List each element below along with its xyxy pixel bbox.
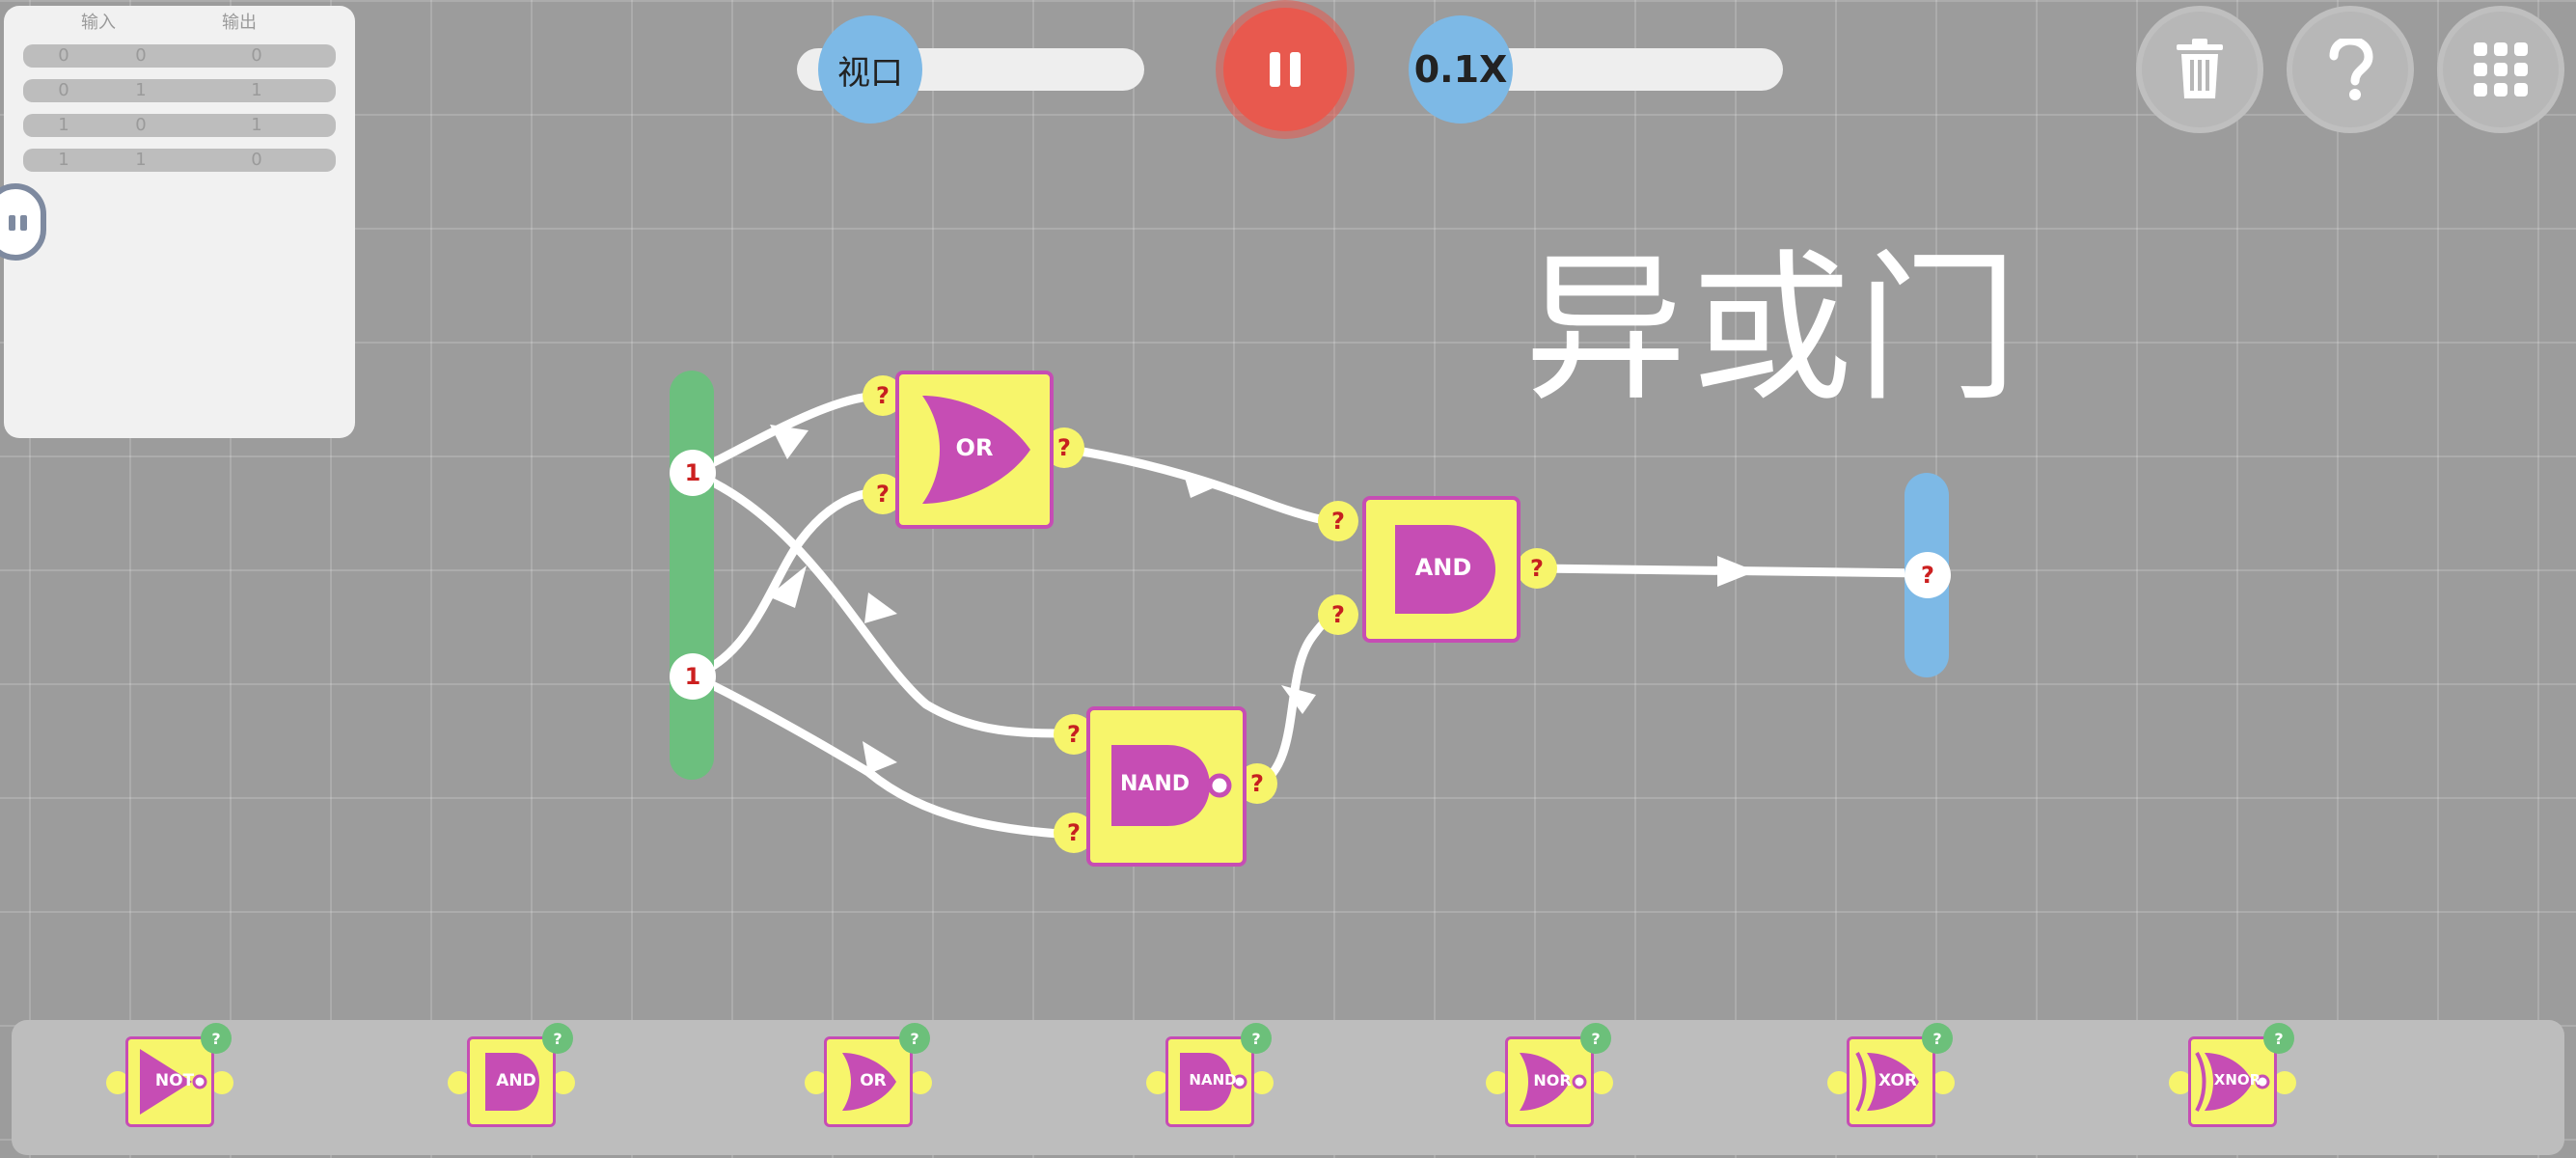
- or-gate[interactable]: OR: [895, 371, 1054, 529]
- nand-gate-label: NAND: [1119, 772, 1191, 796]
- wire: [688, 487, 887, 680]
- help-icon: [2329, 39, 2373, 100]
- toolbox-nand-gate[interactable]: NAND ?: [1146, 1023, 1274, 1137]
- delete-button[interactable]: [2136, 6, 2263, 133]
- speed-slider-knob[interactable]: 0.1X: [1409, 15, 1513, 124]
- nand-gate-icon: [1180, 1053, 1247, 1111]
- cell: 0: [58, 45, 69, 66]
- truth-table-panel: 输入 输出 0 0 0 0 1 1 1 0 1 1 1 0: [4, 6, 355, 438]
- toolbox-xor-gate[interactable]: XOR ?: [1827, 1023, 1955, 1137]
- xnor-gate-icon: [2195, 1052, 2270, 1112]
- toolbox-label: XNOR: [2213, 1071, 2261, 1089]
- cell: 0: [58, 80, 69, 100]
- xor-gate-icon: [1855, 1052, 1919, 1112]
- menu-button[interactable]: [2437, 6, 2564, 133]
- input-pin-b[interactable]: 1: [670, 653, 716, 700]
- toolbox-not-gate[interactable]: NOT ?: [106, 1023, 233, 1137]
- level-title: 异或门: [1524, 234, 2022, 424]
- wire: [688, 468, 1076, 738]
- and-gate-label: AND: [1414, 554, 1472, 581]
- toolbox-gate-body: [1847, 1036, 1935, 1127]
- panel-toggle-button[interactable]: [0, 183, 46, 261]
- toolbox-gate-body: [2188, 1036, 2277, 1127]
- nand-gate[interactable]: NAND: [1086, 706, 1247, 867]
- gate-toolbox: [12, 1020, 2564, 1155]
- cell: 1: [58, 150, 69, 170]
- toolbox-badge: ?: [1241, 1023, 1272, 1054]
- toolbox-label: XOR: [1877, 1071, 1918, 1090]
- toolbox-or-gate[interactable]: OR ?: [805, 1023, 932, 1137]
- toolbox-gate-body: [1505, 1036, 1594, 1127]
- toolbox-gate-body: [125, 1036, 214, 1127]
- truth-table-row: 0 1 1: [23, 79, 336, 102]
- arrow-icon: [1717, 556, 1756, 587]
- cell: 1: [251, 115, 262, 135]
- cell: 0: [135, 115, 147, 135]
- grid-menu-icon: [2474, 42, 2528, 96]
- cell: 1: [135, 150, 147, 170]
- wire: [688, 391, 887, 478]
- toolbox-label: AND: [496, 1071, 536, 1090]
- truth-table-row: 1 1 0: [23, 149, 336, 172]
- toolbox-badge: ?: [2263, 1023, 2294, 1054]
- toolbox-label: NAND: [1189, 1071, 1237, 1089]
- cell: 1: [251, 80, 262, 100]
- truth-table-header: 输入 输出: [23, 10, 336, 33]
- pause-icon: [1270, 52, 1301, 87]
- input-bar[interactable]: [670, 371, 714, 780]
- arrow-icon: [863, 741, 897, 774]
- output-pin[interactable]: ?: [1905, 552, 1951, 598]
- toolbox-nor-gate[interactable]: NOR ?: [1486, 1023, 1613, 1137]
- and-gate[interactable]: AND: [1362, 496, 1521, 643]
- toolbox-badge: ?: [1922, 1023, 1953, 1054]
- arrow-icon: [1183, 471, 1221, 498]
- truth-table-row: 1 0 1: [23, 114, 336, 137]
- panel-toggle-icon: [9, 215, 27, 231]
- arrow-icon: [768, 565, 807, 608]
- and-input-b-port[interactable]: ?: [1318, 594, 1358, 635]
- toolbox-xnor-gate[interactable]: XNOR ?: [2169, 1023, 2296, 1137]
- toolbox-label: OR: [860, 1071, 887, 1090]
- not-gate-icon: [140, 1049, 207, 1115]
- toolbox-gate-body: [467, 1036, 556, 1127]
- cell: 0: [251, 150, 262, 170]
- pause-button[interactable]: [1223, 8, 1347, 131]
- arrow-icon: [770, 425, 808, 459]
- cell: 0: [251, 45, 262, 66]
- toolbox-badge: ?: [201, 1023, 232, 1054]
- toolbox-badge: ?: [899, 1023, 930, 1054]
- cell: 1: [135, 80, 147, 100]
- arrow-icon: [1281, 685, 1316, 714]
- view-slider-knob[interactable]: 视口: [818, 15, 922, 124]
- header-input: 输入: [81, 13, 116, 33]
- and-output-port[interactable]: ?: [1517, 548, 1557, 589]
- input-pin-a[interactable]: 1: [670, 450, 716, 496]
- toolbox-label: NOR: [1533, 1071, 1572, 1089]
- toolbox-gate-body: [824, 1036, 913, 1127]
- cell: 1: [58, 115, 69, 135]
- toolbox-gate-body: [1165, 1036, 1254, 1127]
- help-button[interactable]: [2287, 6, 2414, 133]
- and-gate-icon: [1395, 525, 1495, 614]
- toolbox-and-gate[interactable]: AND ?: [448, 1023, 575, 1137]
- trash-icon: [2177, 39, 2223, 98]
- or-gate-label: OR: [955, 434, 994, 461]
- and-input-a-port[interactable]: ?: [1318, 501, 1358, 541]
- or-gate-icon: [842, 1053, 896, 1111]
- toolbox-badge: ?: [542, 1023, 573, 1054]
- toolbox-label: NOT: [154, 1071, 195, 1090]
- cell: 0: [135, 45, 147, 66]
- header-output: 输出: [222, 13, 257, 33]
- arrow-icon: [864, 593, 897, 623]
- truth-table-row: 0 0 0: [23, 44, 336, 68]
- toolbox-badge: ?: [1580, 1023, 1611, 1054]
- nor-gate-icon: [1520, 1053, 1587, 1111]
- and-gate-icon: [485, 1053, 539, 1111]
- nand-gate-icon: [1111, 745, 1232, 826]
- or-gate-icon: [922, 396, 1030, 504]
